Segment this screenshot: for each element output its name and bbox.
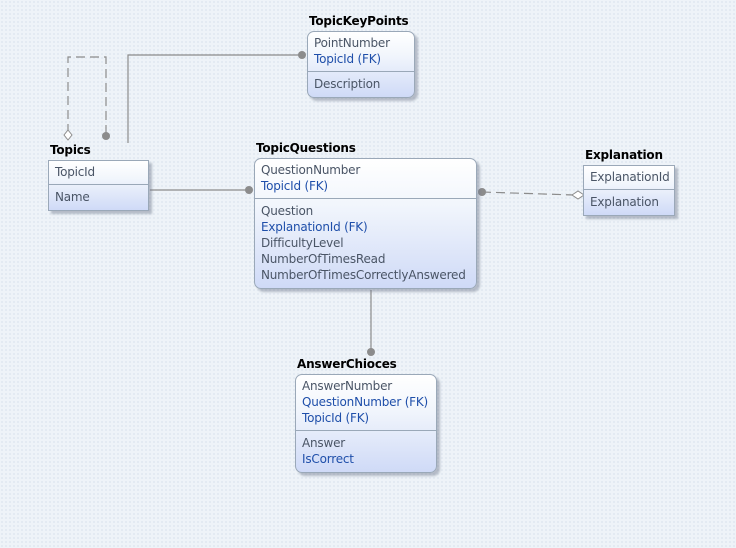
relationship-topics-self[interactable] xyxy=(63,56,110,141)
entity-box[interactable]: AnswerNumber QuestionNumber (FK) TopicId… xyxy=(295,374,437,473)
relationship-topics-topickeypoints[interactable] xyxy=(127,51,306,143)
fk-attribute: ExplanationId (FK) xyxy=(261,220,368,234)
attribute: NumberOfTimesCorrectlyAnswered xyxy=(261,268,466,282)
attribute: Question xyxy=(261,204,314,218)
pk-attribute: QuestionNumber xyxy=(261,163,361,177)
entity-title: TopicKeyPoints xyxy=(309,14,409,28)
entity-topicquestions[interactable]: TopicQuestions QuestionNumber TopicId (F… xyxy=(254,141,477,289)
attribute: Name xyxy=(55,190,90,204)
attribute-section: Name xyxy=(49,185,148,210)
entity-title: TopicQuestions xyxy=(256,141,356,155)
attribute-section: Description xyxy=(308,72,414,97)
entity-topickeypoints[interactable]: TopicKeyPoints PointNumber TopicId (FK) … xyxy=(307,14,415,98)
attribute: IsCorrect xyxy=(302,452,354,466)
primary-key-section: PointNumber TopicId (FK) xyxy=(308,32,414,72)
relationship-explanation-topicquestions[interactable] xyxy=(478,188,585,200)
pk-attribute: PointNumber xyxy=(314,36,390,50)
entity-box[interactable]: PointNumber TopicId (FK) Description xyxy=(307,31,415,98)
pk-attribute: AnswerNumber xyxy=(302,379,393,393)
pk-attribute: ExplanationId xyxy=(590,170,670,184)
pk-attribute: TopicId xyxy=(55,165,95,179)
attribute: DifficultyLevel xyxy=(261,236,344,250)
attribute: NumberOfTimesRead xyxy=(261,252,386,266)
pk-fk-attribute: TopicId (FK) xyxy=(314,52,381,66)
primary-key-section: QuestionNumber TopicId (FK) xyxy=(255,159,476,199)
entity-box[interactable]: ExplanationId Explanation xyxy=(583,165,675,216)
pk-fk-attribute: QuestionNumber (FK) xyxy=(302,395,429,409)
attribute: Explanation xyxy=(590,195,659,209)
entity-explanation[interactable]: Explanation ExplanationId Explanation xyxy=(583,148,675,216)
entity-box[interactable]: TopicId Name xyxy=(48,160,149,211)
entity-box[interactable]: QuestionNumber TopicId (FK) Question Exp… xyxy=(254,158,477,289)
pk-fk-attribute: TopicId (FK) xyxy=(302,411,369,425)
relationship-topics-topicquestions[interactable] xyxy=(150,186,253,194)
primary-key-section: ExplanationId xyxy=(584,166,674,190)
entity-topics[interactable]: Topics TopicId Name xyxy=(48,143,149,211)
primary-key-section: AnswerNumber QuestionNumber (FK) TopicId… xyxy=(296,375,436,431)
attribute-section: Explanation xyxy=(584,190,674,215)
entity-title: Explanation xyxy=(585,148,663,162)
relationship-topicquestions-answerchoices[interactable] xyxy=(367,290,375,356)
entity-title: AnswerChioces xyxy=(297,357,397,371)
entity-answerchoices[interactable]: AnswerChioces AnswerNumber QuestionNumbe… xyxy=(295,357,437,473)
attribute: Description xyxy=(314,77,381,91)
attribute-section: Answer IsCorrect xyxy=(296,431,436,472)
primary-key-section: TopicId xyxy=(49,161,148,185)
entity-title: Topics xyxy=(50,143,91,157)
pk-fk-attribute: TopicId (FK) xyxy=(261,179,328,193)
attribute-section: Question ExplanationId (FK) DifficultyLe… xyxy=(255,199,476,288)
attribute: Answer xyxy=(302,436,345,450)
